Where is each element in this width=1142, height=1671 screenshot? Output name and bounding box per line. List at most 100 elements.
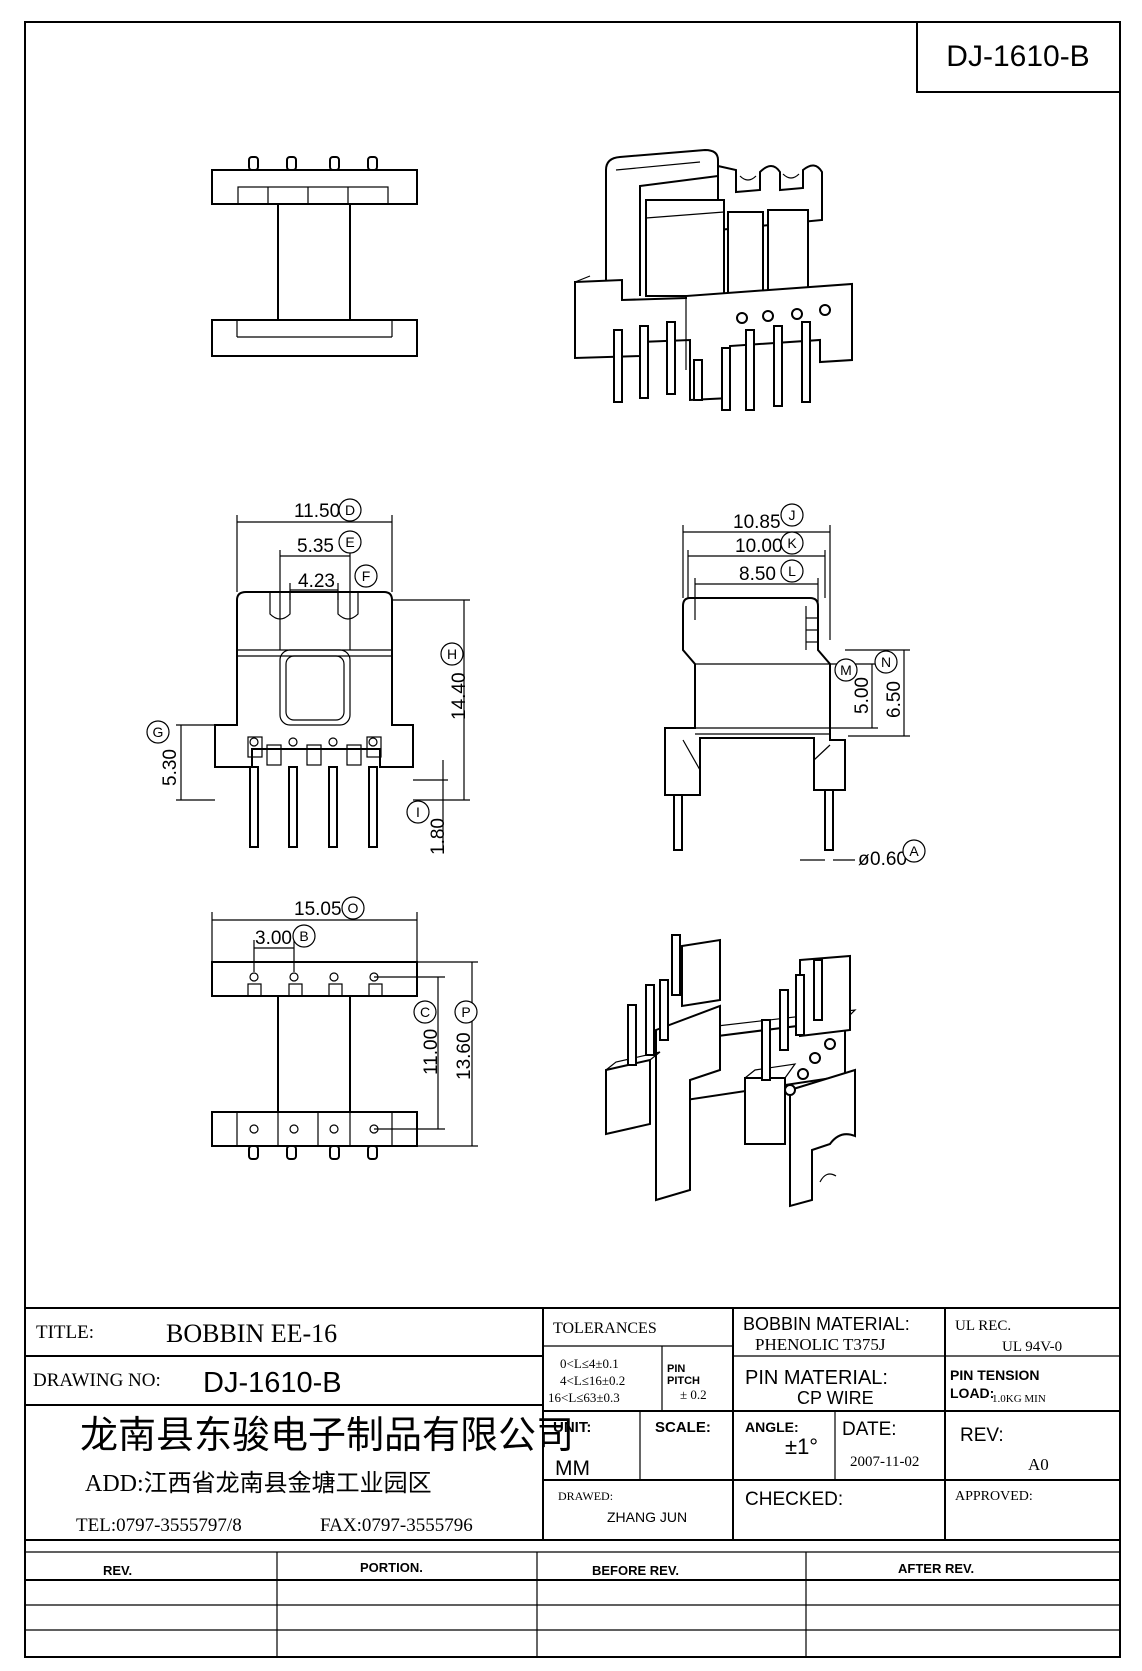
svg-text:E: E [345,534,354,550]
dim-value-m: 5.00 [852,677,873,714]
company-fax: FAX:0797-3555796 [320,1515,473,1536]
side-view-dimension-lines [682,525,910,861]
rev-label: REV: [960,1425,1004,1446]
before-rev-header: BEFORE REV. [592,1563,679,1578]
pin-pitch-label-2: PITCH [667,1375,700,1387]
date-value: 2007-11-02 [850,1454,919,1470]
dim-letter-a: A [902,839,926,863]
drawing-id: DJ-1610-B [946,40,1089,73]
title-label: TITLE: [36,1322,94,1343]
pin-material-value: CP WIRE [797,1388,874,1408]
ul-rec-label: UL REC. [955,1318,1011,1334]
pin-pitch-value: ± 0.2 [680,1387,707,1402]
side-dimension-view [664,597,846,851]
front-dimension-view [214,591,414,848]
dim-letter-e: E [338,530,362,554]
dim-value-p: 13.60 [454,1032,475,1080]
dim-diameter-symbol: ø [858,849,870,870]
date-label: DATE: [842,1419,897,1440]
unit-value: MM [555,1457,590,1480]
company-tel: TEL:0797-3555797/8 [76,1515,242,1536]
isometric-view-top [574,148,853,411]
pin-tension-value: 1.0KG MIN [992,1393,1046,1405]
dim-letter-f: F [354,564,378,588]
tolerance-line-3: 16<L≤63±0.3 [548,1390,620,1405]
portion-header: PORTION. [360,1560,423,1575]
dim-value-k: 10.00 [735,536,783,557]
dim-letter-j: J [780,503,804,527]
tolerance-line-1: 0<L≤4±0.1 [560,1356,619,1371]
isometric-view-bottom [605,934,857,1208]
approved-label: APPROVED: [955,1489,1033,1504]
company-name: 龙南县东骏电子制品有限公司 [80,1415,574,1457]
title-block [25,1307,1120,1541]
rev-header: REV. [103,1563,132,1578]
svg-text:O: O [348,900,359,916]
dim-letter-p: P [454,1000,478,1024]
dim-value-d: 11.50 [294,501,340,522]
checked-label: CHECKED: [745,1489,843,1510]
drawing-id-box [916,21,1121,93]
dim-value-i: 1.80 [428,818,449,855]
svg-text:P: P [461,1004,470,1020]
dim-value-a: 0.60 [870,849,907,870]
dim-letter-k: K [780,531,804,555]
dim-letter-i: I [406,800,430,824]
svg-text:I: I [416,804,420,820]
dim-letter-l: L [780,559,804,583]
dim-letter-m: M [834,658,858,682]
rev-value: A0 [1028,1455,1049,1474]
unit-label: UNIT: [553,1419,591,1436]
bobbin-material-label: BOBBIN MATERIAL: [743,1314,910,1334]
dim-value-f: 4.23 [298,571,335,592]
dim-value-c: 11.00 [421,1029,442,1075]
drawing-no-value: DJ-1610-B [203,1367,342,1399]
svg-text:M: M [840,662,852,678]
dim-letter-c: C [413,1000,437,1024]
svg-text:N: N [881,654,891,670]
dim-letter-b: B [292,924,316,948]
revision-table [25,1551,1120,1657]
dim-value-h: 14.40 [449,672,470,720]
svg-text:B: B [299,928,308,944]
dim-letter-g: G [146,720,170,744]
dim-value-j: 10.85 [733,512,781,533]
svg-text:L: L [788,563,796,579]
scale-label: SCALE: [655,1419,711,1436]
pin-tension-label-1: PIN TENSION [950,1367,1039,1383]
dim-value-l: 8.50 [739,564,776,585]
angle-value: ±1° [785,1434,818,1459]
drawed-value: ZHANG JUN [607,1509,687,1525]
tolerance-line-2: 4<L≤16±0.2 [560,1373,625,1388]
front-outline-view [211,156,418,357]
dim-value-b: 3.00 [255,928,292,949]
pin-material-label: PIN MATERIAL: [745,1367,888,1389]
svg-text:J: J [789,507,796,523]
svg-text:C: C [420,1004,430,1020]
svg-text:A: A [909,843,919,859]
bobbin-material-value: PHENOLIC T375J [755,1335,886,1354]
dim-value-g: 5.30 [160,749,181,786]
bottom-view-dimension-lines [211,912,478,1147]
company-address: ADD:江西省龙南县金塘工业园区 [85,1470,432,1497]
svg-text:F: F [362,568,371,584]
dim-value-n: 6.50 [884,681,905,718]
tolerances-label: TOLERANCES [553,1320,657,1337]
sheet-border [24,21,1121,1658]
drawing-no-label: DRAWING NO: [33,1370,161,1391]
dim-value-o: 15.05 [294,899,342,920]
svg-text:D: D [345,502,355,518]
dim-letter-h: H [440,642,464,666]
dim-letter-o: O [341,896,365,920]
drawed-label: DRAWED: [558,1489,613,1503]
svg-text:H: H [447,646,457,662]
pin-tension-label-2: LOAD: [950,1385,994,1401]
angle-label: ANGLE: [745,1419,799,1435]
after-rev-header: AFTER REV. [898,1561,974,1576]
dim-value-e: 5.35 [297,536,334,557]
dim-letter-n: N [874,650,898,674]
ul-rec-value: UL 94V-0 [1002,1339,1062,1355]
title-value: BOBBIN EE-16 [166,1319,337,1348]
dim-letter-d: D [338,498,362,522]
